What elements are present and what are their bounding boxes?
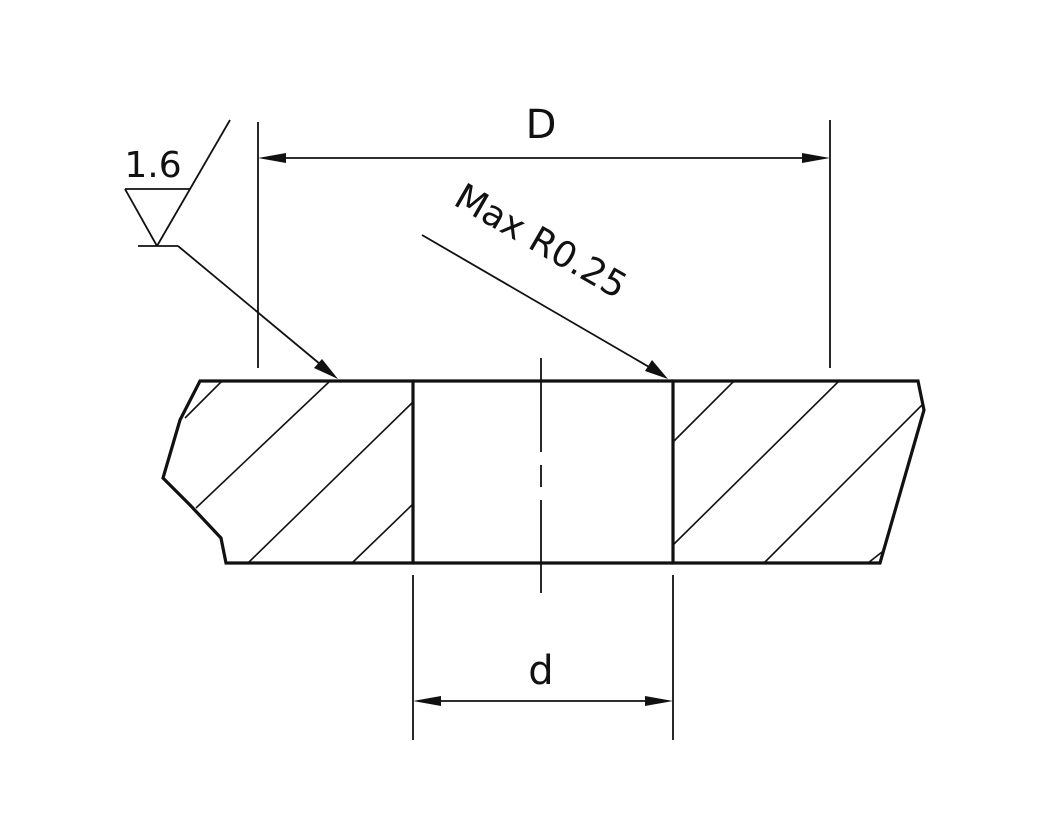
left-section [161,379,415,565]
dimension-d: d [412,575,674,740]
dimension-D-label: D [526,102,557,148]
right-section [671,379,926,565]
dimension-D: D [257,102,831,368]
dimension-d-label: d [528,648,553,694]
radius-note-text: Max R0.25 [448,176,634,307]
surface-finish-value: 1.6 [124,145,181,186]
surface-roughness-icon: 1.6 [124,119,338,379]
bore [413,379,673,565]
radius-note: Max R0.25 [421,176,668,379]
